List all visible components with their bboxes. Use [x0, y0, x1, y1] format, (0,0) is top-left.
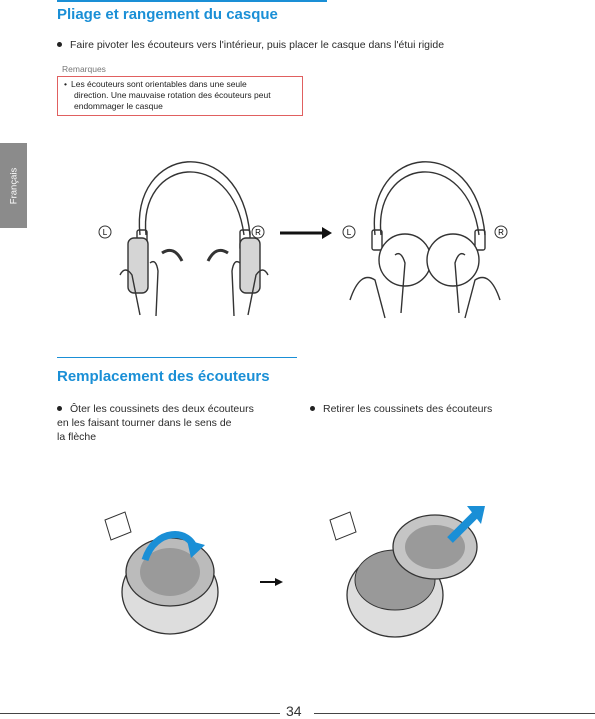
earcup-removed-icon: [329, 506, 485, 638]
headphones-folded-icon: [349, 161, 501, 319]
bullet-dot-icon: [57, 41, 62, 47]
left-marker-label: L: [103, 228, 108, 237]
note-line: •Les écouteurs sont orientables dans une…: [64, 79, 247, 89]
note-bullet-icon: •: [64, 79, 67, 89]
folding-instruction-text: Faire pivoter les écouteurs vers l'intér…: [70, 39, 445, 51]
left-marker-icon: [98, 225, 112, 239]
right-marker-2-icon: [494, 225, 508, 239]
folding-instruction: Faire pivoter les écouteurs vers l'intér…: [57, 38, 444, 52]
footer-line-left: [0, 713, 280, 714]
right-marker-label: R: [255, 228, 261, 237]
language-side-tab: Français: [0, 143, 27, 228]
rotate-arrow-left: [161, 248, 184, 262]
section-title-folding: Pliage et rangement du casque: [57, 6, 278, 23]
headphones-left-icon: [119, 161, 269, 317]
page-number: 34: [286, 703, 302, 719]
pull-cushion-instruction: Retirer les coussinets des écouteurs: [310, 402, 492, 416]
note-label: Remarques: [62, 64, 106, 74]
remove-cushion-instruction: Ôter les coussinets des deux écouteurs e…: [57, 403, 254, 443]
earcup-rotate-icon: [104, 511, 219, 635]
right-marker-2-label: R: [498, 228, 504, 237]
bullet-dot-icon: [57, 405, 62, 411]
folding-illustration: L R L R: [98, 161, 508, 319]
footer-line-right: [314, 713, 595, 714]
section-rule-top: [57, 0, 327, 2]
bullet-dot-icon: [310, 405, 315, 411]
rotate-arrow-right: [206, 248, 229, 262]
left-marker-2-icon: [342, 225, 356, 239]
note-box: •Les écouteurs sont orientables dans une…: [57, 76, 303, 116]
replacement-illustration: [104, 506, 485, 638]
section-rule-mid: [57, 357, 297, 358]
note-line: direction. Une mauvaise rotation des éco…: [74, 90, 271, 100]
left-marker-2-label: L: [347, 228, 352, 237]
note-line: endommager le casque: [74, 101, 163, 111]
section-title-replacement: Remplacement des écouteurs: [57, 368, 270, 385]
right-marker-icon: [251, 225, 265, 239]
